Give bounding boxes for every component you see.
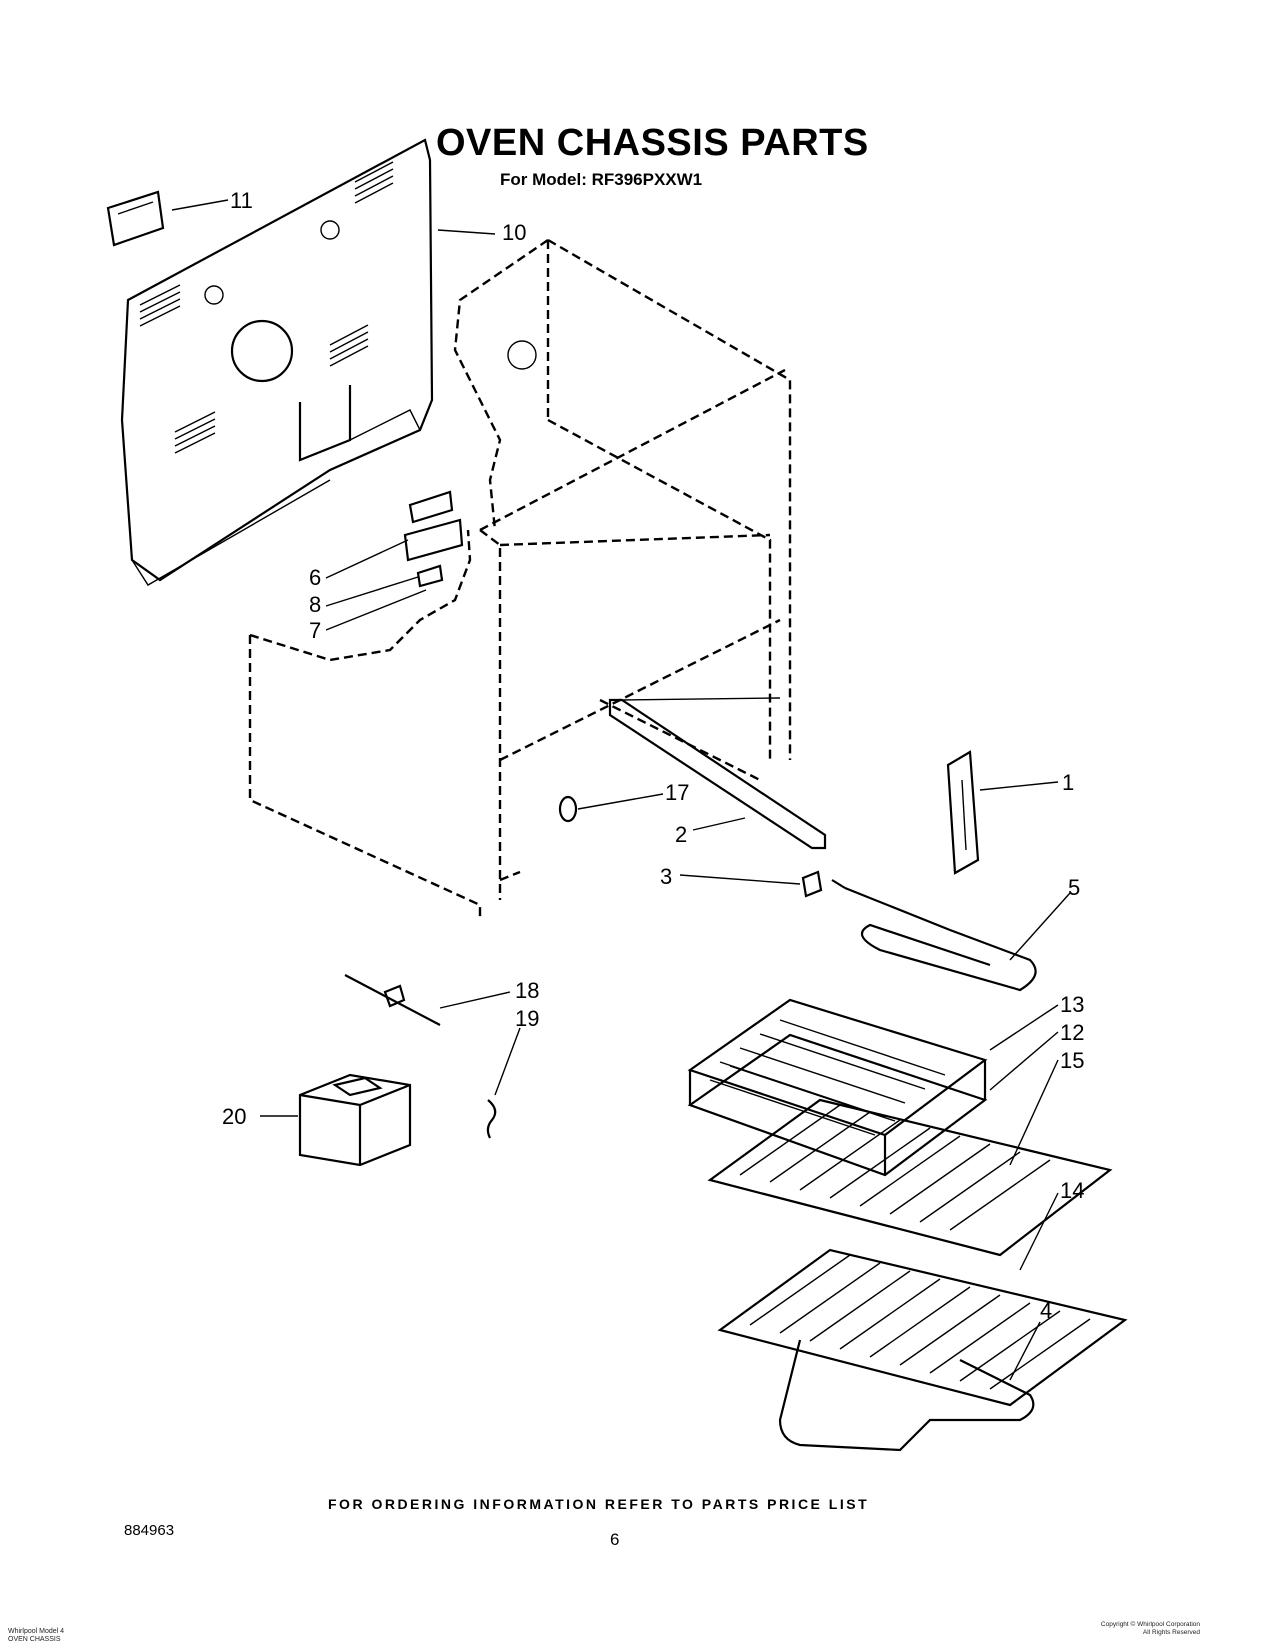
document-number: 884963 — [124, 1522, 175, 1539]
broiler-pan-parts-12-13 — [687, 998, 988, 1177]
bake-element-part-4 — [778, 1339, 1035, 1452]
callout-18: 18 — [515, 978, 539, 1003]
callout-8: 8 — [309, 592, 321, 617]
callout-3: 3 — [660, 864, 672, 889]
footer-left: Whirlpool Model 4 OVEN CHASSIS — [8, 1628, 64, 1644]
callout-leader-lines — [171, 199, 1071, 1381]
callout-17: 17 — [665, 780, 689, 805]
footer-copyright: Copyright © Whirlpool Corporation All Ri… — [1000, 1621, 1200, 1637]
model-subtitle: For Model: RF396PXXW1 — [500, 170, 703, 189]
terminal-block-part-20 — [298, 1073, 412, 1167]
callout-14: 14 — [1060, 1178, 1084, 1203]
ordering-note: FOR ORDERING INFORMATION REFER TO PARTS … — [328, 1496, 870, 1512]
switch-parts-6-7-8 — [403, 490, 464, 588]
callout-labels: 11 10 6 8 7 1 17 2 3 5 13 12 15 14 4 18 … — [222, 188, 1084, 1323]
callout-4: 4 — [1040, 1298, 1052, 1323]
clip-part-3 — [801, 870, 823, 898]
clip-part-19 — [486, 1099, 497, 1139]
footer-left-line-1: Whirlpool Model 4 — [8, 1628, 65, 1635]
bracket-part-11 — [106, 190, 165, 247]
oven-chassis-frame — [248, 238, 792, 920]
rear-panel-part-10 — [120, 138, 434, 586]
callout-11: 11 — [230, 188, 253, 213]
page-title: OVEN CHASSIS PARTS — [436, 122, 869, 164]
oven-racks-parts-14-15 — [707, 1098, 1128, 1407]
callout-7: 7 — [309, 618, 321, 643]
grommet-part-17 — [558, 795, 578, 823]
vent-rail-part-2 — [608, 697, 827, 850]
callout-12: 12 — [1060, 1020, 1084, 1045]
footer-right-line-2: All Rights Reserved — [1142, 1629, 1200, 1636]
callout-6: 6 — [309, 565, 321, 590]
callout-15: 15 — [1060, 1048, 1084, 1073]
footer-left-line-2: OVEN CHASSIS — [8, 1636, 61, 1643]
sensor-part-18 — [344, 974, 441, 1026]
callout-2: 2 — [675, 822, 687, 847]
footer-right-line-1: Copyright © Whirlpool Corporation — [1100, 1621, 1200, 1628]
side-bracket-part-1 — [946, 750, 980, 875]
page-number: 6 — [610, 1530, 620, 1549]
callout-13: 13 — [1060, 992, 1084, 1017]
callout-10: 10 — [502, 220, 526, 245]
callout-5: 5 — [1068, 875, 1080, 900]
callout-19: 19 — [515, 1006, 539, 1031]
callout-1: 1 — [1062, 770, 1074, 795]
broil-element-part-5 — [831, 879, 1037, 992]
callout-20: 20 — [222, 1104, 246, 1129]
